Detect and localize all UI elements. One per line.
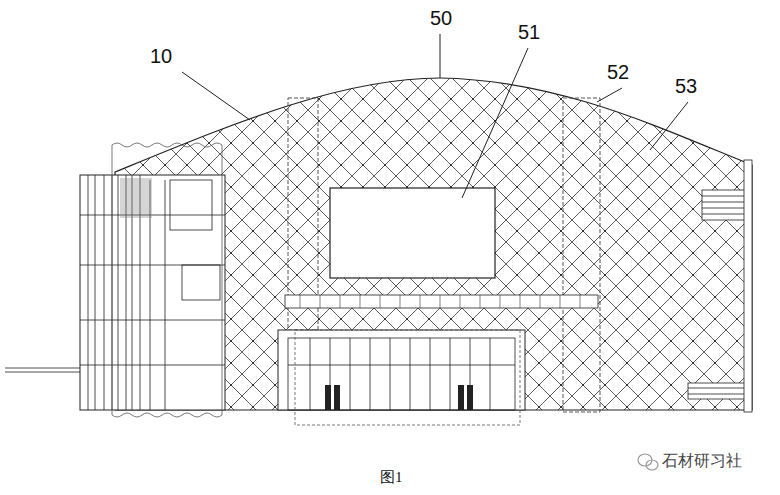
entrance — [278, 330, 525, 425]
leader-lines — [182, 34, 688, 198]
watermark: 石材研习社 — [662, 453, 742, 469]
callout-number: 10 — [150, 46, 172, 66]
left-tower — [5, 143, 225, 417]
window-opening — [330, 188, 495, 278]
figure-caption: 图1 — [380, 470, 403, 485]
wechat-icon — [638, 454, 658, 470]
callout-number: 50 — [430, 8, 452, 28]
callout-number: 53 — [675, 76, 697, 96]
callout-number: 52 — [607, 62, 629, 82]
right-vents — [688, 160, 752, 412]
canopy — [285, 295, 598, 308]
bands — [288, 98, 600, 412]
callout-number: 51 — [518, 22, 540, 42]
